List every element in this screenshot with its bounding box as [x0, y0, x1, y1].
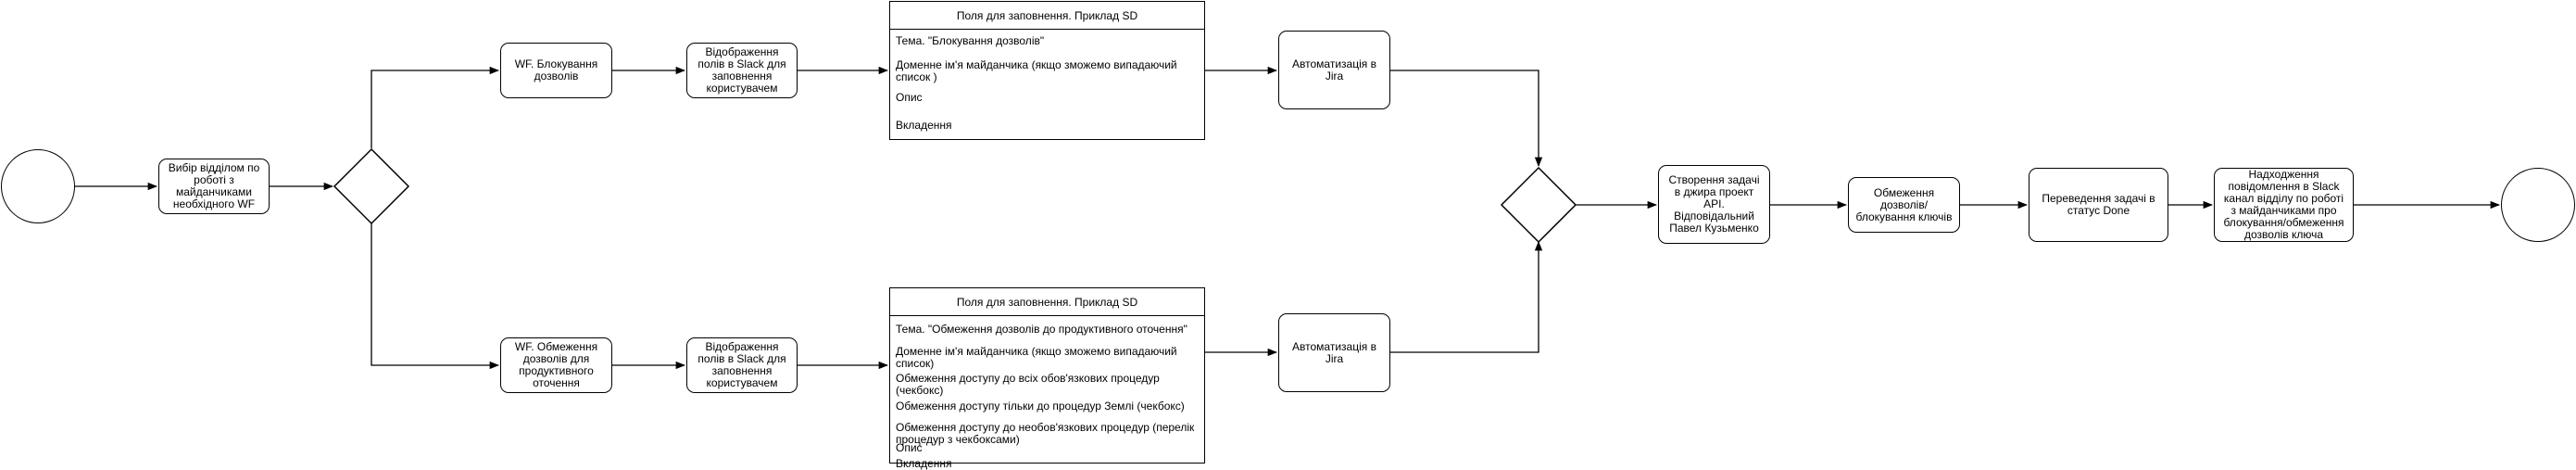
- wf-block-task: WF. Блокування дозволів: [500, 43, 612, 98]
- jira-automation-task-bottom: Автоматизація в Jira: [1278, 313, 1390, 392]
- form-field: Обмеження доступу до необов'язкових проц…: [896, 421, 1195, 446]
- edge-gateway-to-wf-restrict: [371, 223, 500, 370]
- form-field: Вкладення: [896, 119, 952, 132]
- slack-notify-node: Надходження повідомлення в Slack канал в…: [2214, 168, 2354, 242]
- form-field: Опис: [896, 91, 923, 104]
- form-title: Поля для заповнення. Приклад SD: [890, 288, 1204, 316]
- slack-display-task-top: Відображення полів в Slack для заповненн…: [686, 43, 798, 98]
- edge-jira-to-merge-top: [1390, 70, 1543, 168]
- form-field: Тема. "Обмеження дозволів до продуктивно…: [896, 323, 1187, 336]
- form-restrict-permissions: Поля для заповнення. Приклад SD Тема. "О…: [889, 287, 1205, 470]
- form-title: Поля для заповнення. Приклад SD: [890, 2, 1204, 30]
- form-field: Обмеження доступу до всіх обов'язкових п…: [896, 372, 1160, 397]
- form-field: Тема. "Блокування дозволів": [896, 34, 1045, 47]
- wf-restrict-task: WF. Обмеження дозволів для продуктивного…: [500, 337, 612, 393]
- form-block-permissions: Поля для заповнення. Приклад SD Тема. "Б…: [889, 1, 1205, 140]
- end-event: [2501, 168, 2575, 242]
- form-field: Доменне ім'я майданчика (якщо зможемо ви…: [896, 58, 1177, 83]
- form-field: Опис: [896, 441, 923, 454]
- form-field: Обмеження доступу тільки до процедур Зем…: [896, 400, 1185, 413]
- slack-display-task-bottom: Відображення полів в Slack для заповненн…: [686, 337, 798, 393]
- restrict-keys-node: Обмеження дозволів/блокування ключів: [1848, 177, 1960, 233]
- jira-automation-task-top: Автоматизація в Jira: [1278, 31, 1390, 109]
- create-task-node: Створення задачі в джира проект API. Від…: [1658, 165, 1770, 244]
- merge-gateway: [1500, 166, 1577, 244]
- status-done-node: Переведення задачі в статус Done: [2029, 168, 2168, 242]
- form-field: Доменне ім'я майданчика (якщо зможемо ви…: [896, 345, 1177, 370]
- edge-jira-to-merge-bottom: [1390, 240, 1543, 353]
- decision-gateway: [333, 147, 410, 225]
- select-wf-task: Вибір відділом по роботі з майданчиками …: [158, 159, 270, 214]
- edge-gateway-to-wf-block: [371, 66, 500, 148]
- start-event: [1, 149, 75, 223]
